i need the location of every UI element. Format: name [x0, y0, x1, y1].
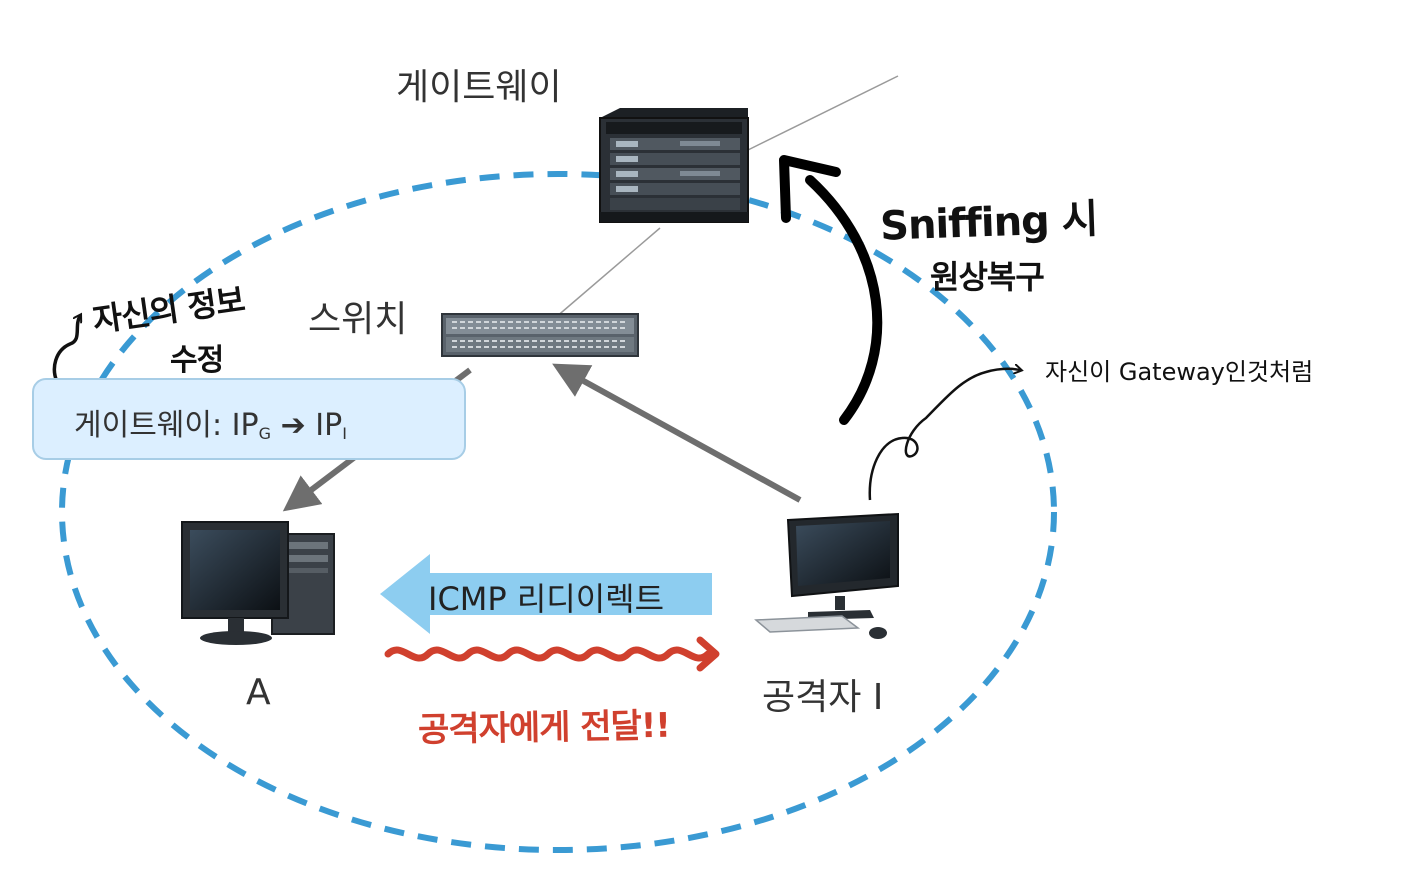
attacker-label: 공격자 I [762, 677, 884, 718]
forward-wavy-arrowhead [696, 636, 720, 672]
gateway-like-squiggle-arrow [868, 369, 1020, 501]
restore-arc-arrow [805, 175, 883, 425]
routing-info-arrow: ➔ [280, 408, 306, 443]
routing-info-prefix: 게이트웨이: [74, 408, 232, 443]
attacker-computer-icon [754, 512, 899, 639]
gateway-like-note: 자신이 Gateway인것처럼 [1045, 358, 1314, 386]
routing-info-ip-to: IP [315, 408, 343, 443]
modify-note: 수정 [170, 343, 224, 378]
routing-info-text: 게이트웨이: IPG ➔ IPI [74, 400, 347, 444]
icmp-redirect-arrow [380, 554, 712, 634]
gateway-switch-line [554, 227, 661, 319]
self-info-hook-arrow [52, 316, 80, 385]
restore-note: 원상복구 [930, 258, 1045, 296]
gateway-uplink-line [747, 75, 899, 151]
attacker-to-switch-arrow [552, 363, 802, 503]
routing-info-from-sub: G [258, 424, 272, 443]
network-boundary-circle [59, 171, 1057, 853]
routing-info-to-sub: I [342, 424, 347, 443]
icmp-redirect-label: ICMP 리디이렉트 [428, 580, 665, 618]
sniffing-note: Sniffing 시 [879, 196, 1099, 250]
switch-label: 스위치 [308, 299, 408, 340]
switch-icon [441, 313, 639, 357]
forward-to-attacker-note: 공격자에게 전달!! [417, 705, 671, 751]
restore-arc-arrowhead [779, 155, 841, 223]
routing-info-box: 게이트웨이: IPG ➔ IPI [32, 378, 466, 460]
forward-wavy-arrow [384, 646, 712, 662]
gateway-router-icon [599, 108, 749, 223]
gateway-label: 게이트웨이 [396, 67, 562, 108]
host-a-label: A [246, 672, 271, 713]
host-a-computer-icon [181, 521, 335, 645]
routing-info-ip-from: IP [231, 408, 259, 443]
